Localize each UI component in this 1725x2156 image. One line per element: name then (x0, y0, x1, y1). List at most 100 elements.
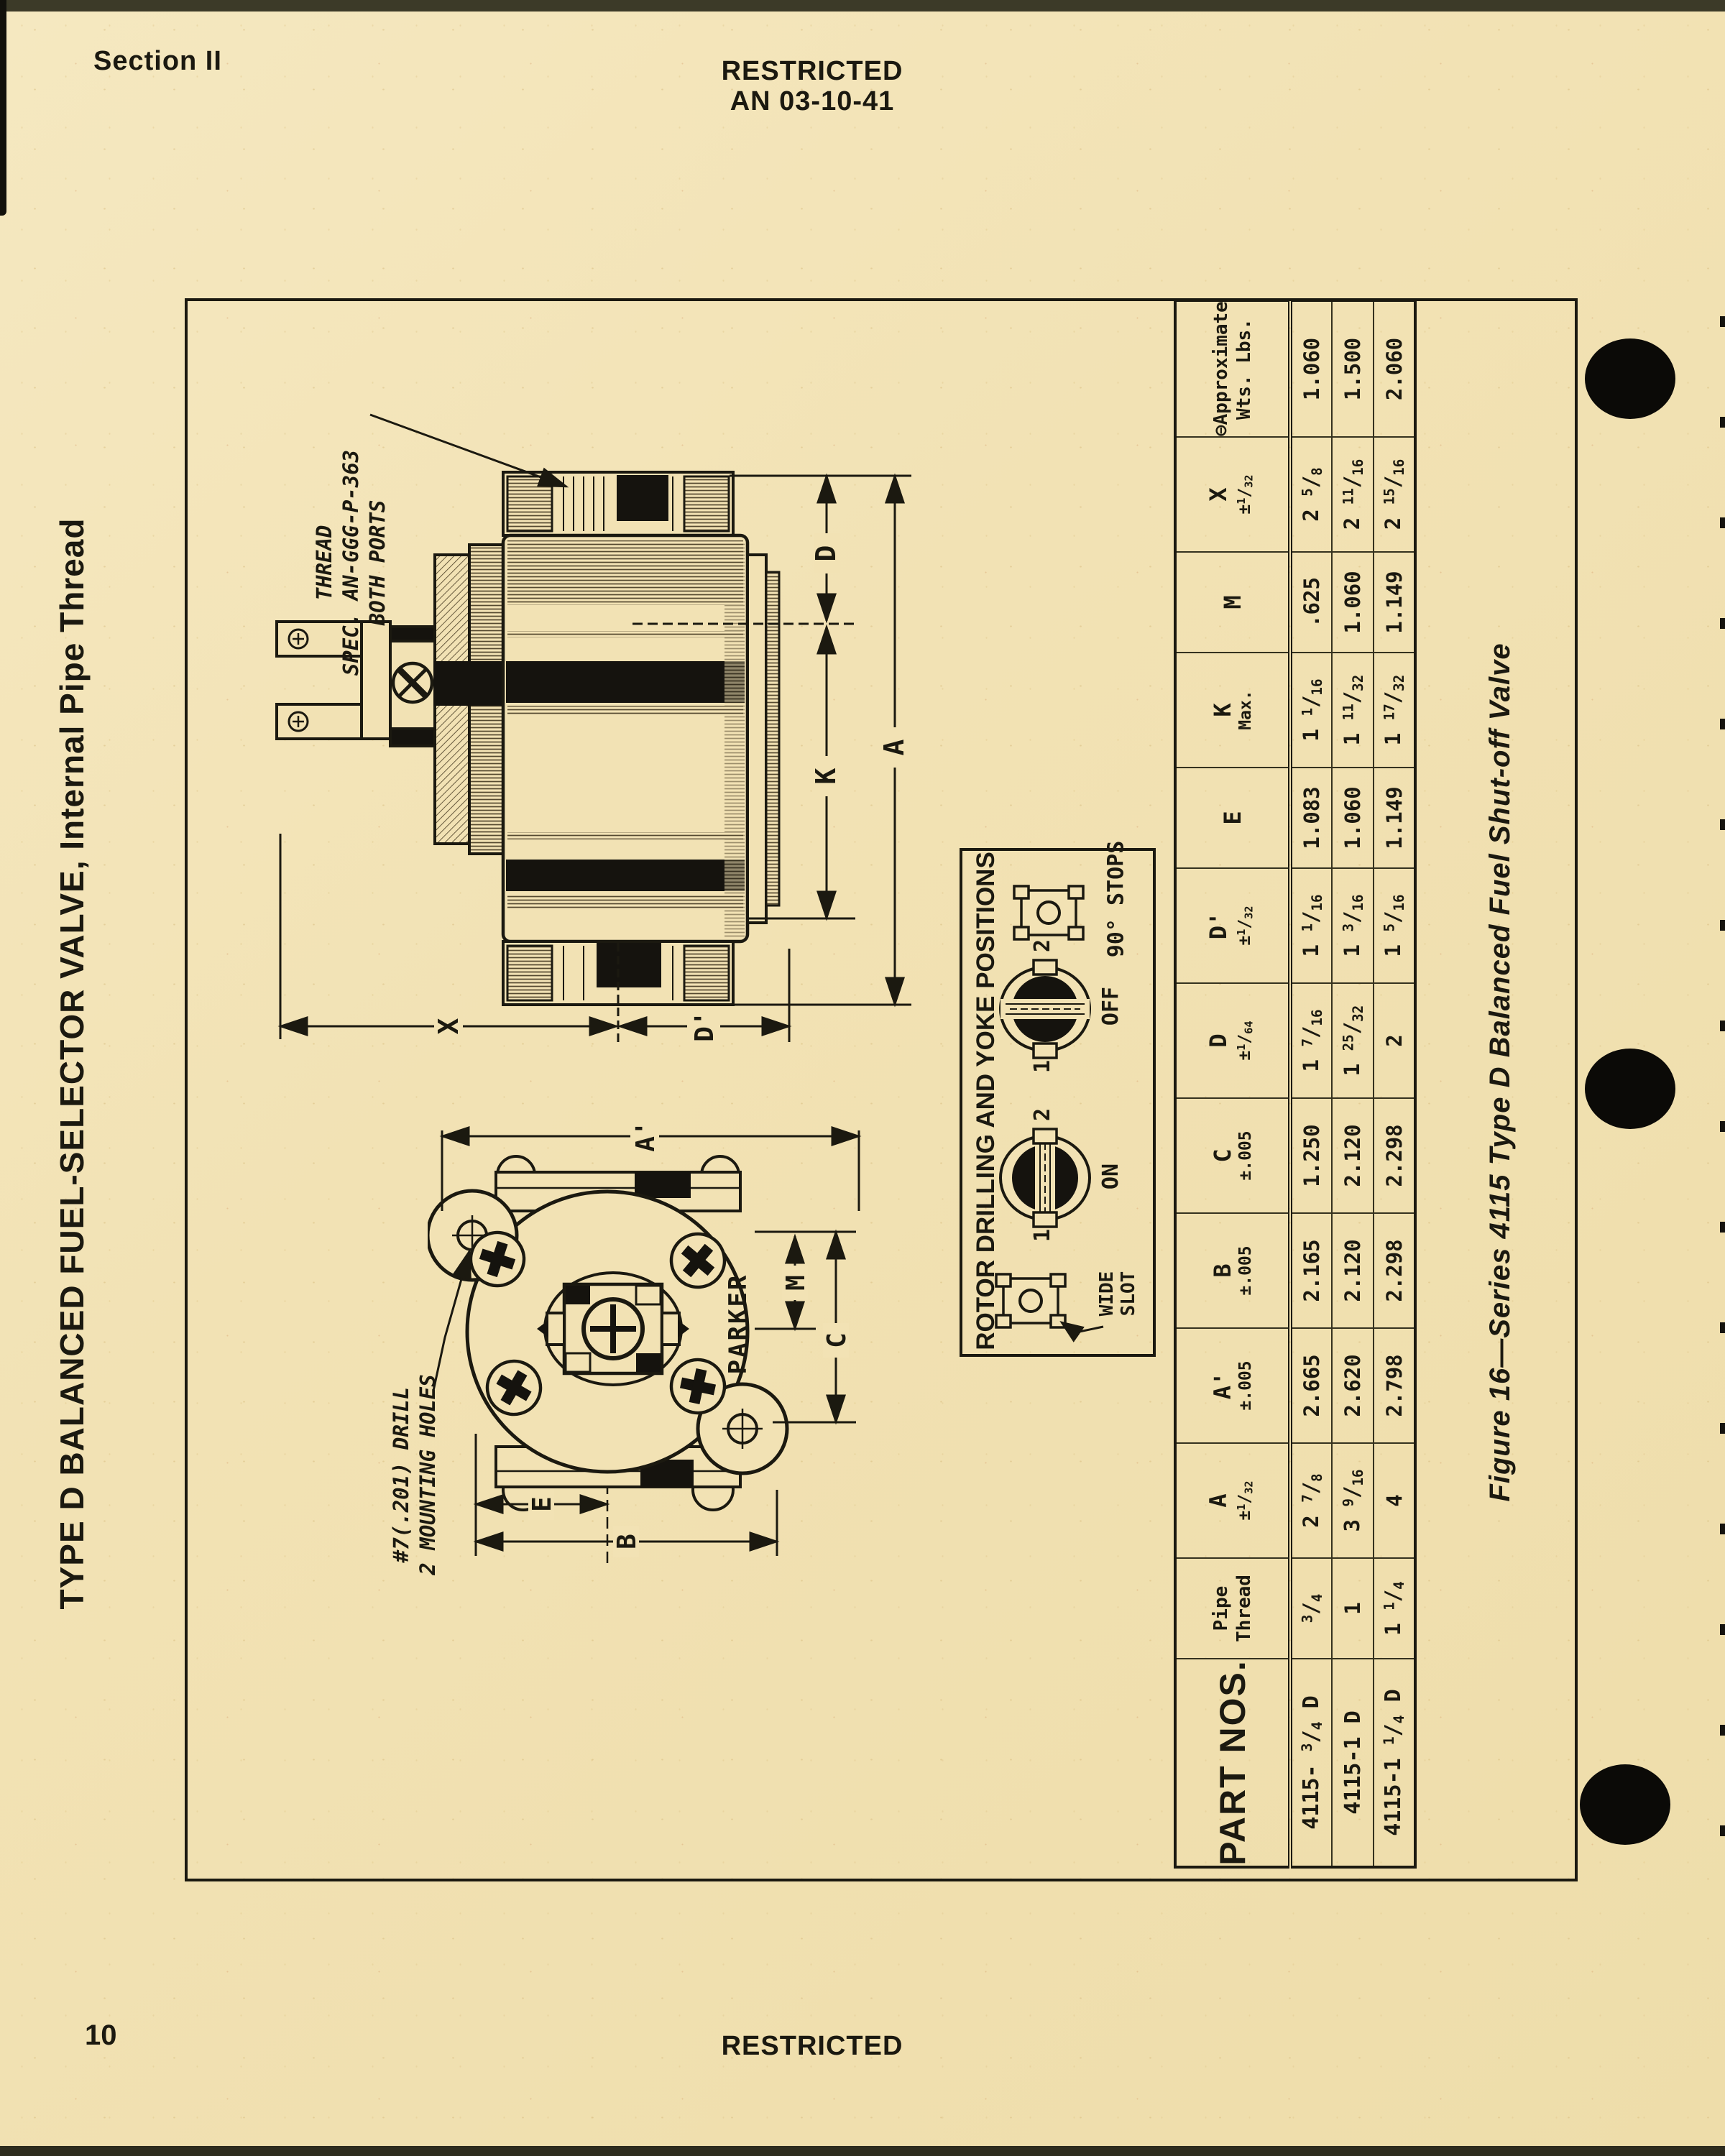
part-number-cell: 4115- 3/4 D (1290, 1659, 1332, 1867)
dim-label-b: B (612, 1534, 642, 1549)
table-header-col: A'±.005 (1175, 1328, 1290, 1443)
on-pos2-label: 2 (1029, 1107, 1055, 1122)
dimension-value-cell: 2.298 (1374, 1213, 1415, 1328)
binding-perforation-mark (1720, 316, 1725, 327)
on-pos1-label: 1 (1029, 1228, 1055, 1243)
drill-annotation: #7(.201) DRILL 2 MOUNTING HOLES (389, 1374, 440, 1575)
front-view-dimension-labels: A' M C E B (528, 1125, 852, 1557)
scan-edge-left (0, 0, 6, 216)
dimension-value-cell: 2.665 (1290, 1328, 1332, 1443)
on-label: ON (1098, 1163, 1123, 1190)
dimension-value-cell: 1 1/4 (1374, 1558, 1415, 1659)
rotor-boss (537, 1271, 689, 1386)
binding-perforation-mark (1720, 1624, 1725, 1635)
page-number: 10 (85, 2019, 117, 2051)
scan-edge-bottom (0, 2146, 1725, 2156)
dim-label-m: M (781, 1275, 811, 1291)
dimension-value-cell: 1.149 (1374, 768, 1415, 868)
binding-perforation-mark (1720, 1322, 1725, 1333)
side-view-drawing: D K A X D' (275, 413, 911, 1042)
dimension-value-cell: 1 5/16 (1374, 868, 1415, 983)
punch-hole (1580, 1764, 1670, 1845)
binding-perforation-mark (1720, 417, 1725, 428)
table-header-col: X±1/32 (1175, 437, 1290, 552)
dimension-value-cell: 1 7/16 (1290, 983, 1332, 1098)
table-header-col: D'±1/32 (1175, 868, 1290, 983)
rotor-on-icon (999, 1128, 1091, 1228)
rotor-box-title: ROTOR DRILLING AND YOKE POSITIONS (972, 852, 1000, 1350)
valve-body (501, 533, 781, 944)
classification-top: RESTRICTED (721, 56, 903, 86)
binding-perforation-mark (1720, 920, 1725, 931)
brand-label: PARKER (724, 1273, 753, 1375)
valve-stem (389, 625, 436, 747)
part-number-cell: 4115-1 D (1332, 1659, 1374, 1867)
thread-spec-annotation: THREAD SPEC. AN-GGG-P-363 BOTH PORTS (311, 449, 390, 676)
figure-frame (185, 298, 1578, 1881)
side-view-dimension-labels: D K A X D' (433, 533, 910, 1042)
punch-hole (1585, 1049, 1675, 1129)
dimension-value-cell: 2.060 (1374, 300, 1415, 437)
figure-caption: Figure 16—Series 4115 Type D Balanced Fu… (1484, 642, 1516, 1502)
wide-slot-label: WIDE SLOT (1096, 1271, 1139, 1317)
yoke-pad-icon (1013, 885, 1085, 941)
dim-label-d: D (810, 545, 842, 562)
table-header-col: A±1/32 (1175, 1443, 1290, 1558)
dim-label-e: E (528, 1496, 557, 1512)
dim-label-x: X (433, 1018, 464, 1034)
dimension-value-cell: 3/4 (1290, 1558, 1332, 1659)
off-pos1-label: 1 (1029, 1059, 1055, 1074)
binding-perforation-mark (1720, 1222, 1725, 1233)
binding-perforation-mark (1720, 618, 1725, 629)
dimension-value-cell: 1 1/16 (1290, 653, 1332, 768)
dimension-value-cell: 1.250 (1290, 1098, 1332, 1213)
binding-perforation-mark (1720, 1021, 1725, 1031)
dim-label-d-prime: D' (690, 1010, 719, 1041)
dimension-value-cell: 2.120 (1332, 1098, 1374, 1213)
rotor-off-icon (999, 959, 1091, 1059)
binding-perforation-mark (1720, 819, 1725, 830)
scan-edge-top (0, 0, 1725, 11)
top-port-cap (502, 471, 735, 537)
dimension-value-cell: 1.060 (1332, 552, 1374, 653)
binding-perforation-mark (1720, 517, 1725, 528)
wide-slot-yoke-icon (995, 1273, 1067, 1329)
dimension-value-cell: 2 7/8 (1290, 1443, 1332, 1558)
dimension-value-cell: 1.060 (1332, 768, 1374, 868)
binding-perforation-mark (1720, 1825, 1725, 1836)
table-header-col: D±1/64 (1175, 983, 1290, 1098)
dim-label-k: K (810, 768, 842, 784)
wide-slot-leader (1059, 1321, 1104, 1342)
off-pos2-label: 2 (1029, 939, 1055, 953)
dimension-value-cell: 1.500 (1332, 300, 1374, 437)
dimension-value-cell: 2 (1374, 983, 1415, 1098)
dimension-value-cell: 1 3/16 (1332, 868, 1374, 983)
table-header-col: C±.005 (1175, 1098, 1290, 1213)
table-header-col: B±.005 (1175, 1213, 1290, 1328)
dimension-value-cell: 2.620 (1332, 1328, 1374, 1443)
rotor-positions-diagram (995, 885, 1104, 1342)
dimension-value-cell: 4 (1374, 1443, 1415, 1558)
front-view-drawing: PARKER A' M C E B (428, 1125, 862, 1563)
dimension-value-cell: 2 11/16 (1332, 437, 1374, 552)
binding-perforation-mark (1720, 1725, 1725, 1736)
bonnet-flange (433, 543, 505, 855)
doc-number: AN 03-10-41 (730, 86, 895, 116)
thread-spec-leader (369, 413, 569, 488)
dimension-value-cell: 2.298 (1374, 1098, 1415, 1213)
header-classification-block: RESTRICTED AN 03-10-41 (668, 56, 956, 116)
off-label: OFF (1098, 986, 1123, 1026)
binding-perforation-mark (1720, 1524, 1725, 1534)
dimension-value-cell: 2 5/8 (1290, 437, 1332, 552)
footer-classification: RESTRICTED (721, 2031, 903, 2061)
page-side-title: TYPE D BALANCED FUEL-SELECTOR VALVE, Int… (53, 517, 91, 1610)
dimension-value-cell: 1.083 (1290, 768, 1332, 868)
